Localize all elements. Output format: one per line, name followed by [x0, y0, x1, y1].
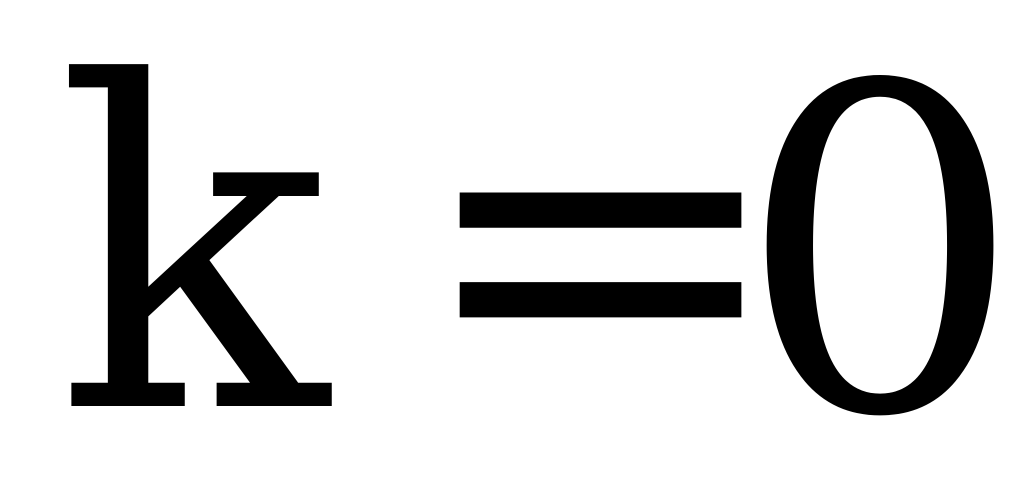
equation-operator: =: [412, 0, 789, 493]
equation-variable: k: [56, 0, 337, 493]
equation-value: 0: [737, 0, 1015, 493]
